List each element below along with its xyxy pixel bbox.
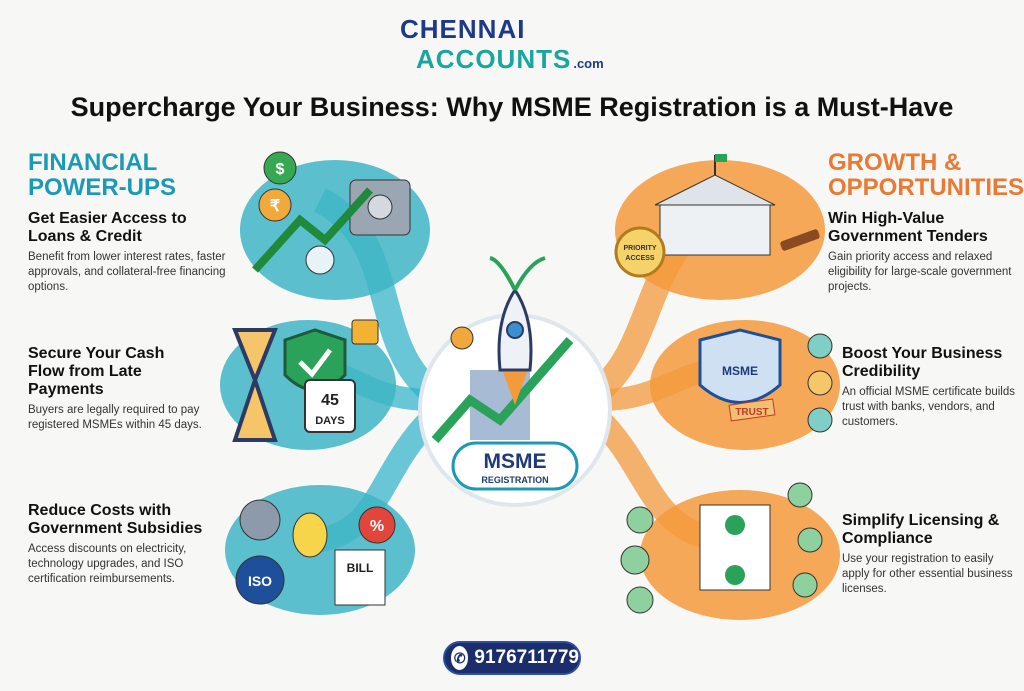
logo-row2: ACCOUNTS .com <box>400 44 640 74</box>
benefit-text: Gain priority access and relaxed eligibi… <box>828 251 1012 293</box>
calendar-days-label: DAYS <box>315 415 345 427</box>
benefit-heading: Secure Your Cash Flow from Late Payments <box>28 345 165 398</box>
benefit-text: Access discounts on electricity, technol… <box>28 543 187 585</box>
phone-number: 9176711779 <box>474 647 579 668</box>
magnifier-icon <box>305 245 335 275</box>
section-line: FINANCIAL <box>28 149 158 176</box>
calendar-icon <box>304 379 356 433</box>
section-line: OPPORTUNITIES <box>828 174 1024 201</box>
benefit-heading: Boost Your Business Credibility <box>842 345 1003 380</box>
section-line: POWER-UPS <box>28 174 177 201</box>
gear-icon <box>239 499 281 541</box>
benefit-credibility: Boost Your Business Credibility An offic… <box>842 345 1022 430</box>
priority-access-badge-icon <box>614 226 666 278</box>
benefit-loans: Get Easier Access to Loans & Credit Bene… <box>28 210 228 295</box>
iso-badge-icon <box>235 555 285 605</box>
benefit-subsidies: Reduce Costs with Government Subsidies A… <box>28 502 208 587</box>
benefit-cashflow: Secure Your Cash Flow from Late Payments… <box>28 345 203 433</box>
lightbulb-icon <box>292 512 328 558</box>
section-financial: FINANCIAL POWER-UPS <box>28 150 176 200</box>
pen-icon <box>626 586 654 614</box>
benefit-heading: Reduce Costs with Government Subsidies <box>28 502 203 537</box>
benefit-heading: Simplify Licensing & Compliance <box>842 512 1000 547</box>
page-title: Supercharge Your Business: Why MSME Regi… <box>70 92 954 122</box>
iso-label: ISO <box>248 573 272 589</box>
discount-tag-icon <box>358 506 396 544</box>
dollar-coin-icon <box>263 151 297 185</box>
rupee-symbol: ₹ <box>270 198 280 215</box>
trust-stamp <box>728 398 776 422</box>
infographic-illustration: ₹ $ 45 DAYS ISO BILL % PRIORITY ACCESS M… <box>220 151 840 620</box>
file-icon <box>787 482 813 508</box>
rocket-flame <box>503 372 527 405</box>
benefit-text: Benefit from lower interest rates, faste… <box>28 251 226 293</box>
people-icon <box>807 370 833 396</box>
benefit-text: An official MSME certificate builds trus… <box>842 386 1015 428</box>
bank-icon <box>807 333 833 359</box>
clipboard-icon <box>797 527 823 553</box>
benefit-licensing: Simplify Licensing & Compliance Use your… <box>842 512 1022 597</box>
rupee-coin-icon <box>258 188 292 222</box>
benefit-heading: Win High-Value Government Tenders <box>828 210 988 245</box>
logo-suffix: .com <box>573 56 604 71</box>
dollar-symbol: $ <box>276 161 285 178</box>
benefit-text: Use your registration to easily apply fo… <box>842 553 1013 595</box>
priority-label: PRIORITY <box>623 245 656 252</box>
logo-line1: CHENNAI <box>400 14 526 44</box>
hourglass-icon <box>232 328 278 442</box>
sprout-icon <box>489 256 546 291</box>
msme-registration-badge <box>451 441 579 491</box>
hand-coin-icon <box>792 572 818 598</box>
growth-arrow-icon <box>252 187 373 273</box>
bill-label: BILL <box>347 561 374 575</box>
benefit-text: Buyers are legally required to pay regis… <box>28 404 202 431</box>
msme-label: MSME <box>484 450 547 473</box>
certificate-label: MSME <box>722 364 758 378</box>
benefit-tenders: Win High-Value Government Tenders Gain p… <box>828 210 1018 295</box>
center-gear-icon <box>450 326 474 350</box>
section-line: GROWTH & <box>828 149 962 176</box>
whatsapp-icon: ✆ <box>451 646 469 670</box>
logo-line2: ACCOUNTS <box>416 44 572 74</box>
trust-label: TRUST <box>735 407 768 418</box>
certificate-shield-icon <box>698 328 782 404</box>
access-label: ACCESS <box>625 255 655 262</box>
registration-label: REGISTRATION <box>481 475 548 485</box>
padlock-icon <box>351 319 379 345</box>
percent-label: % <box>370 518 384 535</box>
chennai-accounts-logo: CHENNAI ACCOUNTS .com <box>400 14 640 80</box>
gavel-icon <box>780 229 820 251</box>
customer-icon <box>807 407 833 433</box>
shop-icon <box>620 545 650 575</box>
calendar-days-number: 45 <box>321 392 339 409</box>
benefit-heading: Get Easier Access to Loans & Credit <box>28 210 187 245</box>
phone-contact-button[interactable]: ✆ 9176711779 <box>443 641 581 675</box>
bill-icon <box>334 549 386 606</box>
center-growth-arrow-icon <box>431 337 574 443</box>
license-icon <box>626 506 654 534</box>
section-growth: GROWTH & OPPORTUNITIES <box>828 150 1024 200</box>
